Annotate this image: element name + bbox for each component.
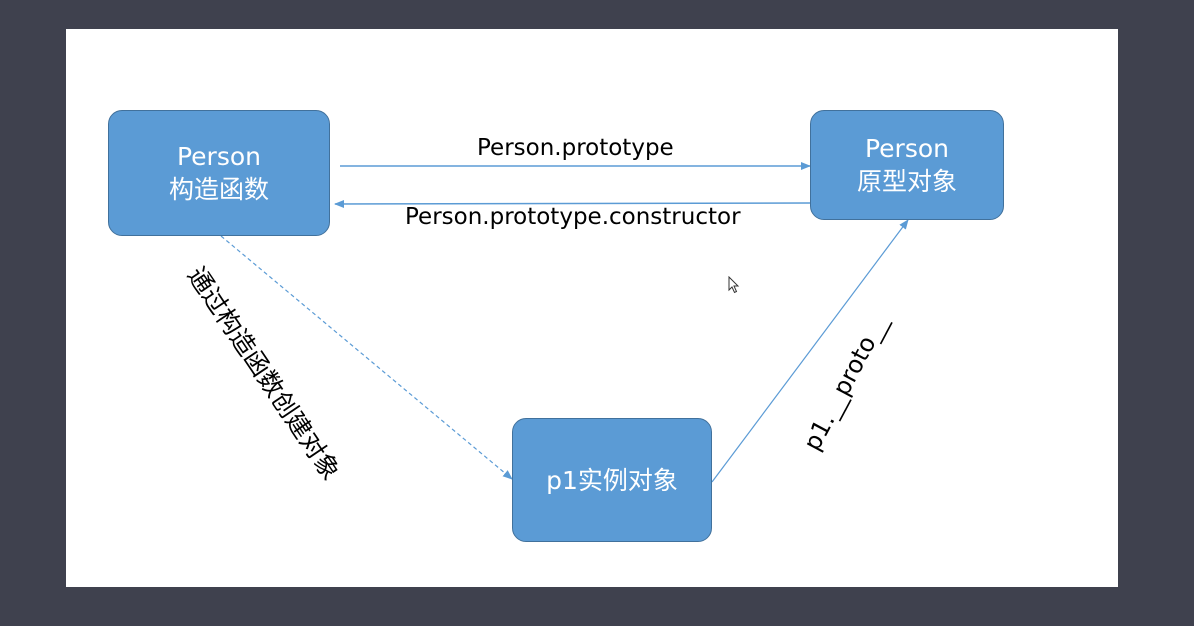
- edge-label-constructor: Person.prototype.constructor: [405, 204, 741, 230]
- node-constructor-desc: 构造函数: [168, 175, 269, 204]
- arrow-constructor-to-instance: [220, 235, 513, 480]
- node-person-prototype: Person 原型对象: [810, 110, 1004, 220]
- mouse-pointer-icon: [728, 276, 740, 294]
- node-instance-label: p1实例对象: [546, 465, 678, 495]
- node-prototype-desc: 原型对象: [856, 167, 957, 196]
- node-person-constructor: Person 构造函数: [108, 110, 330, 236]
- node-p1-instance: p1实例对象: [512, 418, 712, 542]
- node-prototype-name: Person: [864, 134, 949, 163]
- arrow-prototype-to-constructor: [334, 199, 811, 208]
- arrow-instance-to-prototype: [711, 219, 909, 483]
- edge-label-prototype: Person.prototype: [477, 135, 674, 161]
- node-constructor-name: Person: [176, 142, 261, 171]
- diagram-connectors: [220, 162, 909, 483]
- diagram-slide: Person 构造函数 Person 原型对象 p1实例对象 Person.pr…: [66, 29, 1118, 587]
